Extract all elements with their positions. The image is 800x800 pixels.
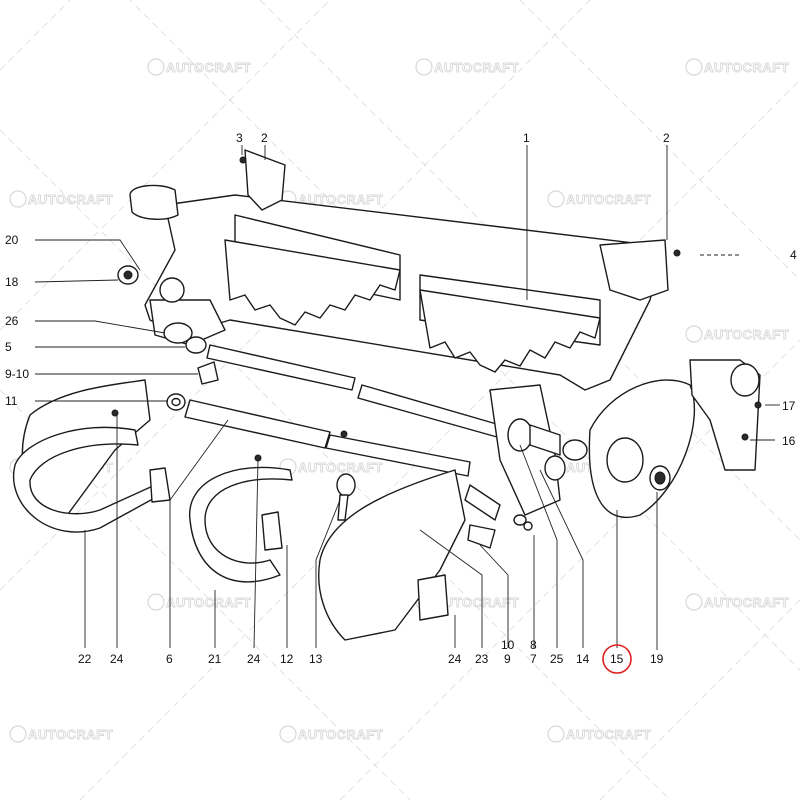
callout-7: 7 [530, 652, 537, 666]
callout-2: 2 [663, 131, 670, 145]
callout-labels: 3 2 1 2 4 20 18 26 5 9-10 11 17 16 22 24… [5, 131, 797, 666]
watermark-logo-icon [547, 725, 565, 743]
watermark-text: AUTOCRAFT [166, 60, 251, 75]
callout-16: 16 [782, 434, 796, 448]
watermark-text: AUTOCRAFT [704, 60, 789, 75]
watermark-logo-icon [147, 58, 165, 76]
watermark-text: AUTOCRAFT [298, 727, 383, 742]
callout-2: 2 [261, 131, 268, 145]
belt-guards [12, 379, 466, 641]
watermark-text: AUTOCRAFT [566, 727, 651, 742]
callout-13: 13 [309, 652, 323, 666]
callout-26: 26 [5, 314, 19, 328]
callout-5: 5 [5, 340, 12, 354]
callout-23: 23 [475, 652, 489, 666]
watermark-text: AUTOCRAFT [28, 727, 113, 742]
callout-9-10: 9-10 [5, 367, 29, 381]
watermark-logo-icon [9, 190, 27, 208]
watermark-group: AUTOCRAFT AUTOCRAFT AUTOCRAFT AUTOCRAFT AUTO… [9, 58, 789, 743]
watermark-text: AUTOCRAFT [704, 595, 789, 610]
watermark-logo-icon [547, 190, 565, 208]
callout-14: 14 [576, 652, 590, 666]
callout-20: 20 [5, 233, 19, 247]
callout-18: 18 [5, 275, 19, 289]
watermark-text: AUTOCRAFT [704, 327, 789, 342]
callout-17: 17 [782, 399, 796, 413]
callout-4: 4 [790, 248, 797, 262]
watermark-logo-icon [415, 58, 433, 76]
pulley-assembly [489, 379, 696, 519]
watermark-text: AUTOCRAFT [434, 60, 519, 75]
watermark-logo-icon [279, 725, 297, 743]
shafts [184, 344, 501, 477]
callout-6: 6 [166, 652, 173, 666]
callout-11: 11 [5, 394, 18, 408]
callout-22: 22 [78, 652, 92, 666]
callout-24: 24 [247, 652, 261, 666]
right-bracket [689, 359, 762, 471]
watermark-text: AUTOCRAFT [566, 192, 651, 207]
callout-24: 24 [110, 652, 124, 666]
watermark-logo-icon [9, 725, 27, 743]
callout-9: 9 [504, 652, 511, 666]
left-hub-parts [117, 265, 219, 411]
watermark-text: AUTOCRAFT [298, 460, 383, 475]
leader-lines [34, 145, 780, 650]
watermark-logo-icon [685, 58, 703, 76]
callout-1: 1 [523, 131, 530, 145]
callout-25: 25 [550, 652, 564, 666]
callout-24: 24 [448, 652, 462, 666]
callout-19: 19 [650, 652, 664, 666]
callout-10: 10 [501, 638, 515, 652]
watermark-logo-icon [685, 325, 703, 343]
watermark-text: AUTOCRAFT [28, 192, 113, 207]
main-frame [129, 149, 669, 391]
callout-21: 21 [208, 652, 222, 666]
watermark-text: AUTOCRAFT [298, 192, 383, 207]
watermark-text: AUTOCRAFT [434, 595, 519, 610]
callout-8: 8 [530, 638, 537, 652]
small-hardware [111, 156, 681, 549]
callout-3: 3 [236, 131, 243, 145]
watermark-logo-icon [685, 593, 703, 611]
callout-15: 15 [610, 652, 624, 666]
watermark-text: AUTOCRAFT [166, 595, 251, 610]
watermark-logo-icon [147, 593, 165, 611]
callout-12: 12 [280, 652, 294, 666]
highlight-ring [602, 644, 632, 674]
